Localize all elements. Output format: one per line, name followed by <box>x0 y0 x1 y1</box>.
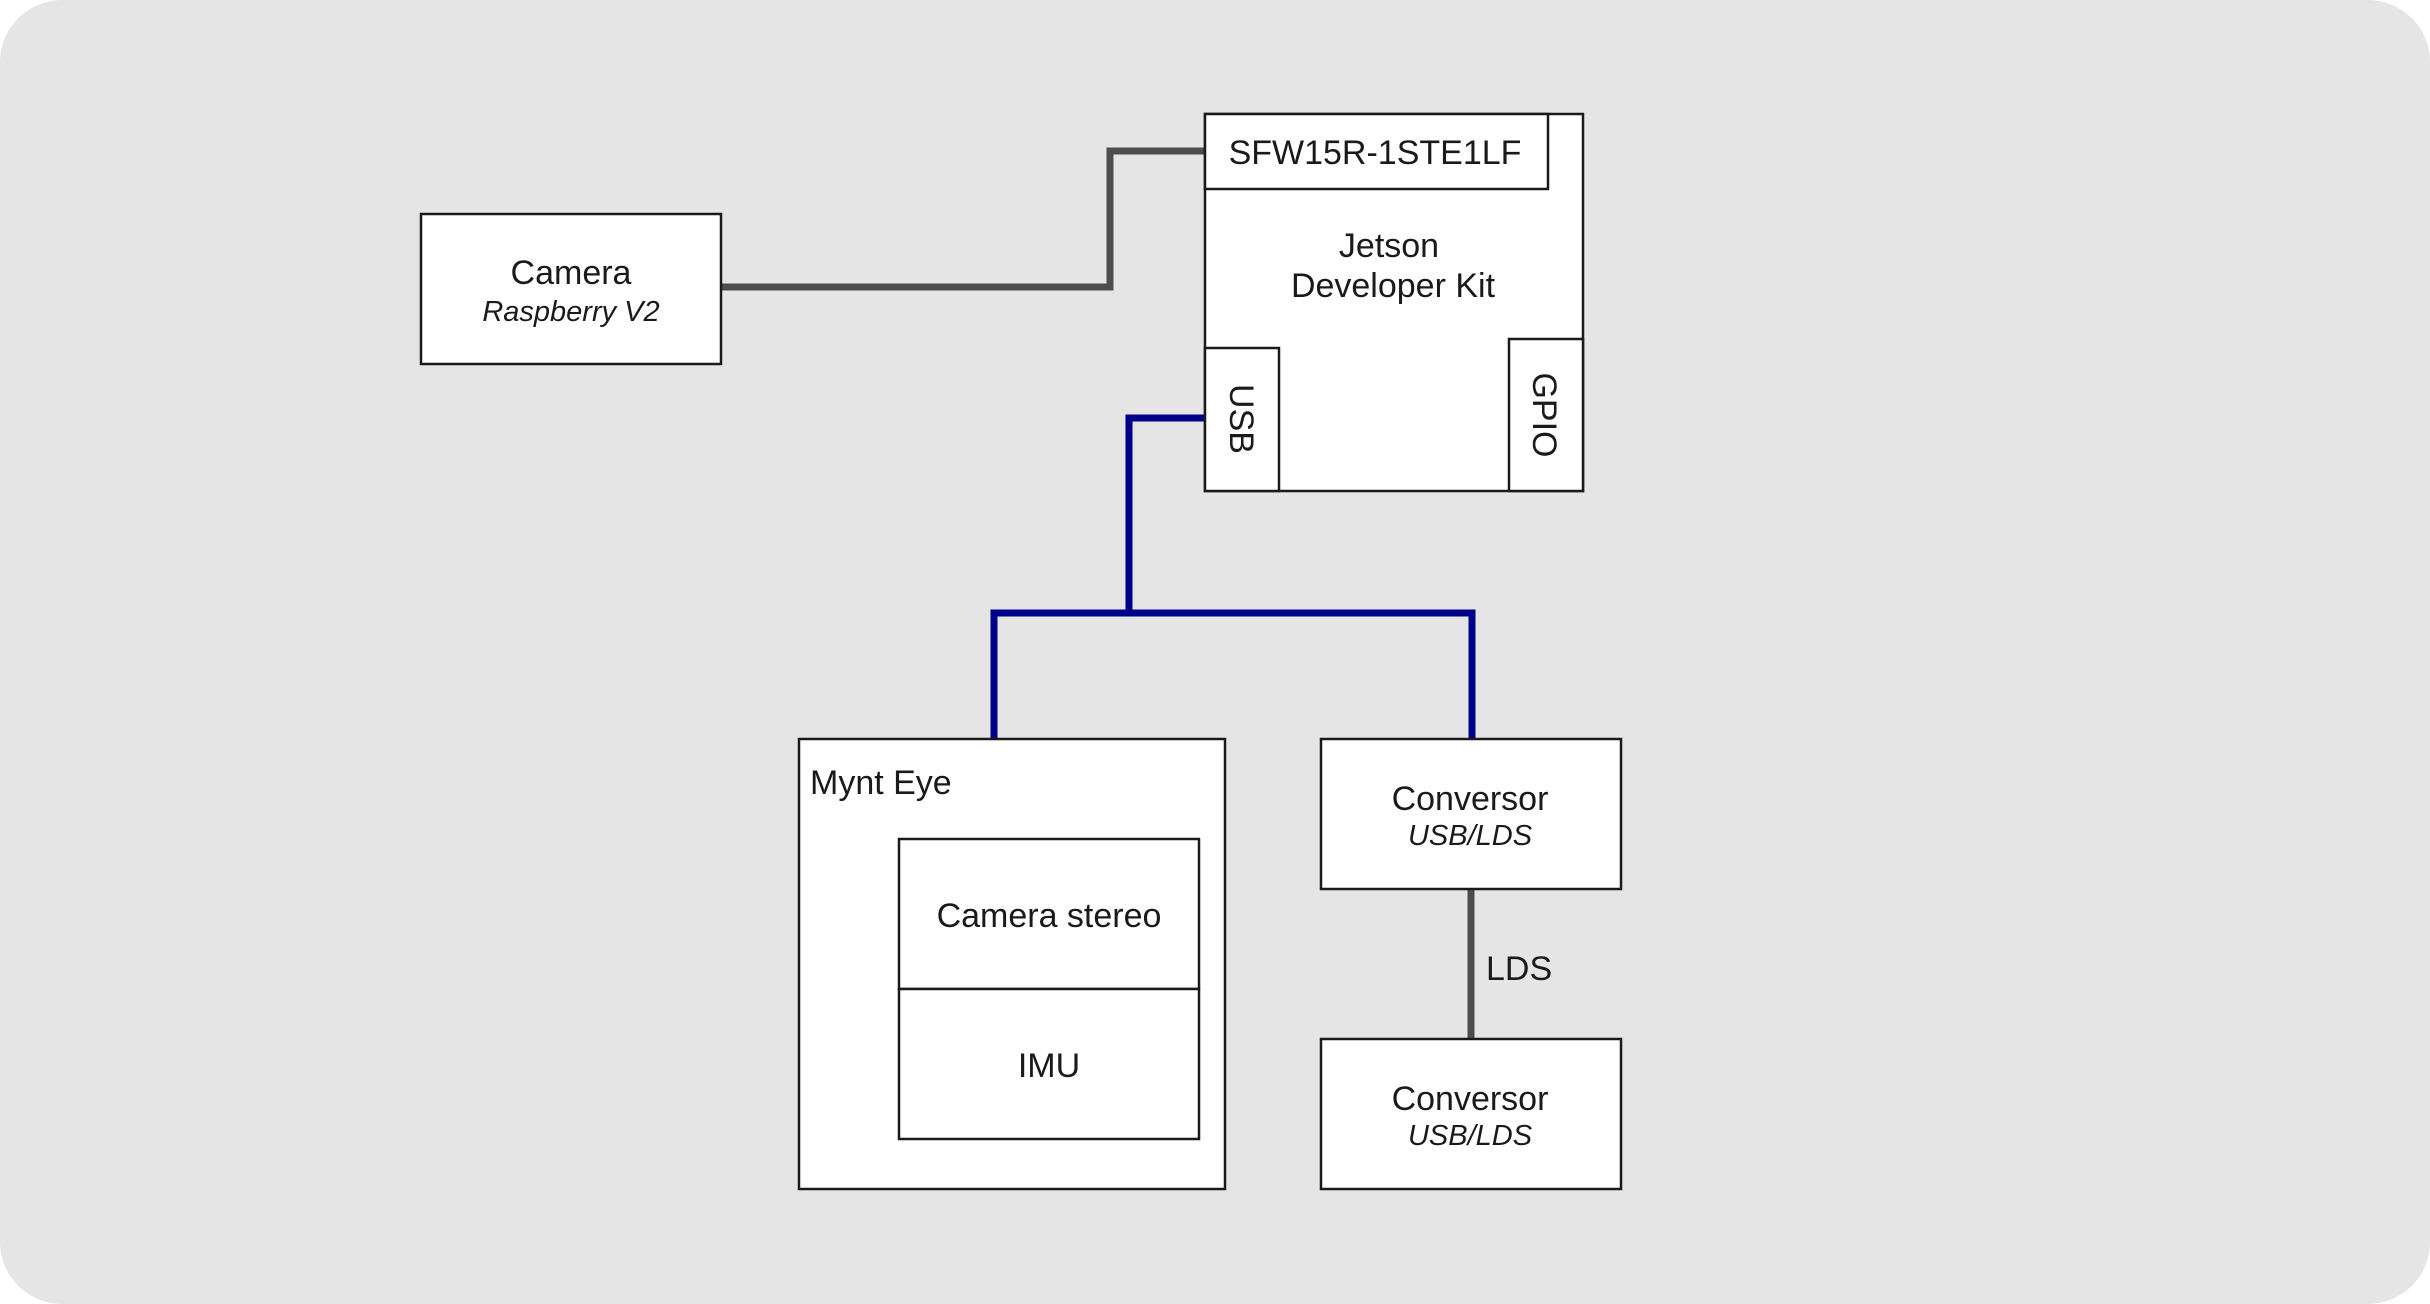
imu-box <box>897 987 1201 1141</box>
jetson-title-line1: Jetson <box>1339 227 1439 265</box>
jetson-title-line2: Developer Kit <box>1291 267 1496 305</box>
conversor-bottom-box <box>1319 1037 1623 1191</box>
gpio-port-box <box>1507 337 1585 493</box>
conversor-top-subtitle: USB/LDS <box>1408 820 1533 852</box>
usb-bus-trunk <box>1125 414 1206 613</box>
camera-box <box>419 212 723 366</box>
usb-port-label: USB <box>1222 384 1260 454</box>
imu-label: IMU <box>1018 1047 1080 1085</box>
camera-block: Camera Raspberry V2 <box>419 212 723 366</box>
conversor-top-title: Conversor <box>1392 780 1549 818</box>
connections <box>721 147 1476 1039</box>
lds-link-label: LDS <box>1486 950 1552 988</box>
camera-title: Camera <box>511 254 632 292</box>
usb-port-box <box>1203 346 1281 493</box>
connector-label: SFW15R-1STE1LF <box>1229 134 1522 172</box>
conversor-top-box <box>1319 737 1623 891</box>
conversor-bottom-title: Conversor <box>1392 1080 1549 1118</box>
camera-stereo-box <box>897 837 1201 991</box>
conversor-bottom-subtitle: USB/LDS <box>1408 1120 1533 1152</box>
camera-to-connector-cable <box>721 147 1206 291</box>
jetson-block: SFW15R-1STE1LF Jetson Developer Kit USB … <box>1203 112 1585 493</box>
connector-box <box>1203 112 1550 191</box>
camera-subtitle: Raspberry V2 <box>482 296 659 328</box>
usb-bus-branches <box>990 609 1476 740</box>
conversor-top-block: Conversor USB/LDS <box>1319 737 1623 891</box>
mynt-eye-title: Mynt Eye <box>810 764 952 802</box>
conversor-bottom-block: Conversor USB/LDS <box>1319 1037 1623 1191</box>
gpio-port-label: GPIO <box>1525 372 1563 457</box>
camera-stereo-label: Camera stereo <box>937 897 1162 935</box>
mynt-eye-block: Mynt Eye Camera stereo IMU <box>797 737 1227 1191</box>
